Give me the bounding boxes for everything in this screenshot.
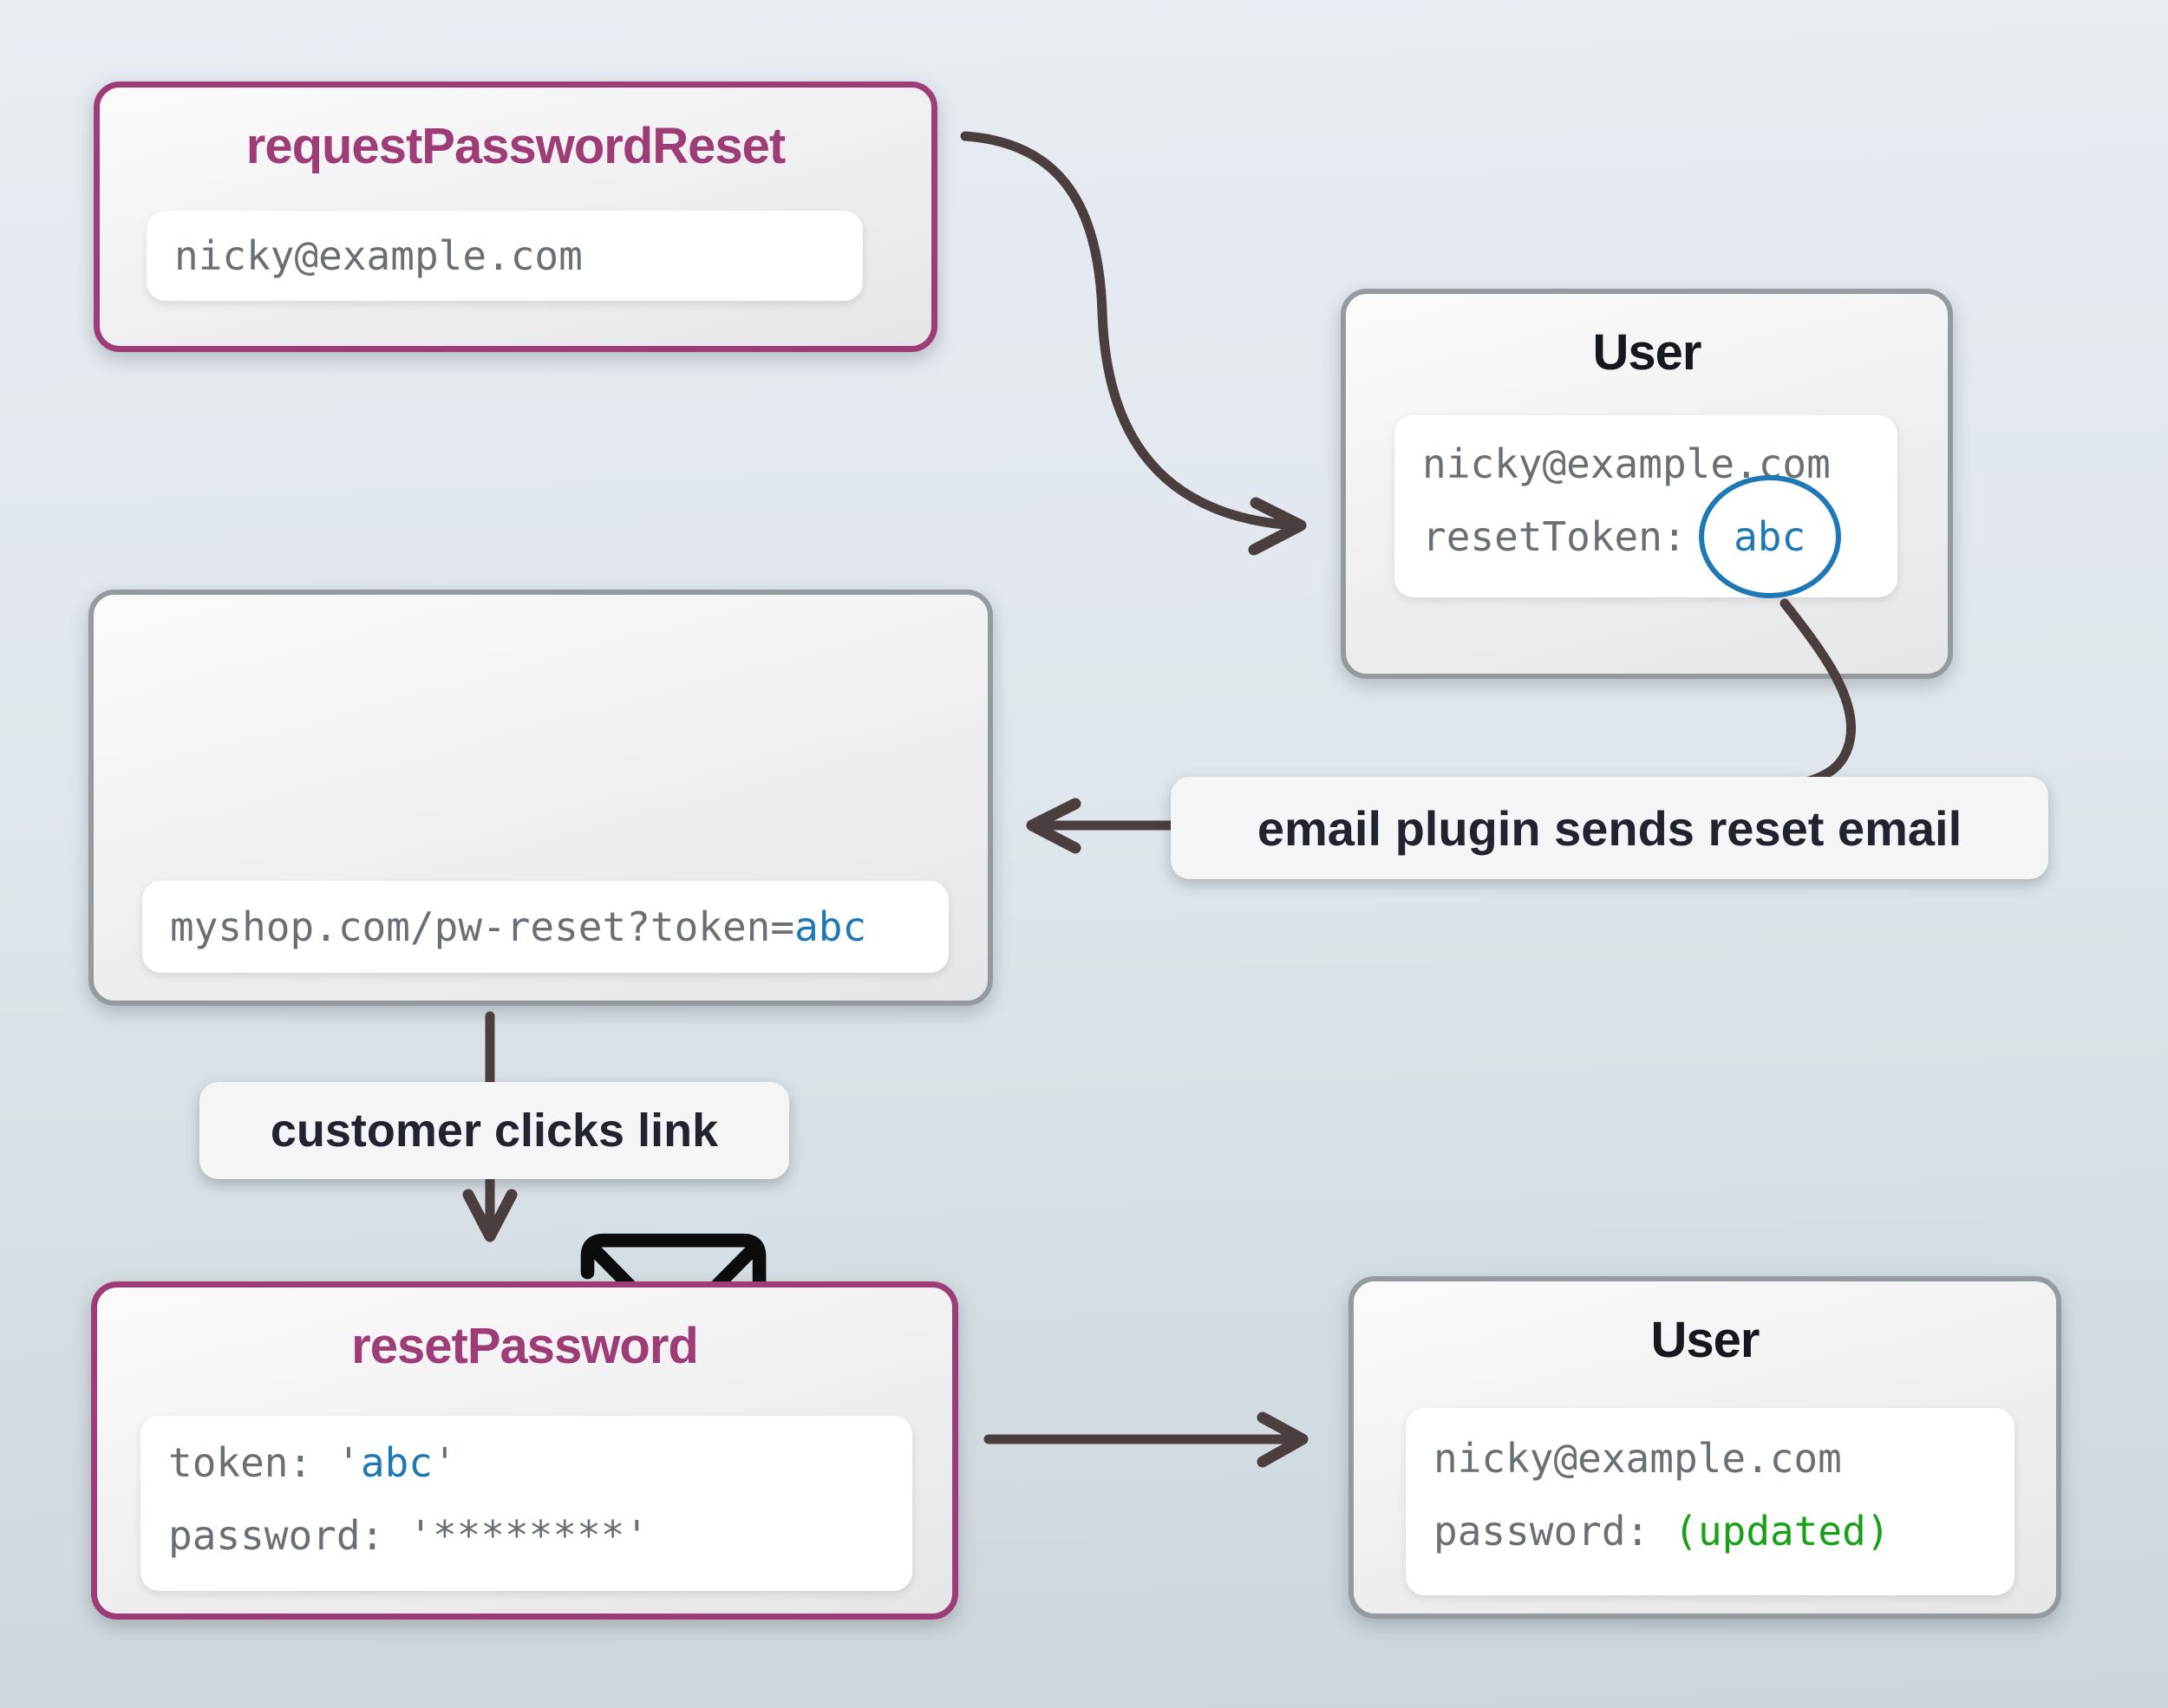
user-record-panel: nicky@example.com resetToken: abc: [1394, 415, 1897, 598]
user-updated-panel: nicky@example.com password: (updated): [1406, 1408, 2015, 1595]
token-close-quote: ': [432, 1439, 457, 1486]
user-email-value-bottom: nicky@example.com: [1433, 1435, 1842, 1482]
reset-token-value: abc: [1734, 513, 1806, 560]
reset-token-label: resetToken:: [1422, 513, 1687, 560]
arrow-resetpassword-to-user-head: [1257, 1411, 1309, 1468]
customer-clicks-annotation: customer clicks link: [199, 1082, 789, 1179]
user-email-row-bottom: nicky@example.com: [1406, 1422, 2015, 1495]
token-param-row: token: ' abc ': [140, 1426, 912, 1499]
email-input[interactable]: nicky@example.com: [147, 211, 863, 301]
arrow-label-to-email-head: [1026, 798, 1081, 854]
token-open-quote: ': [336, 1439, 361, 1486]
reset-email-node: myshop.com/pw-reset?token=abc: [88, 590, 993, 1405]
password-param-label: password:: [168, 1512, 385, 1559]
request-password-reset-title: requestPasswordReset: [245, 118, 786, 174]
password-updated-row: password: (updated): [1406, 1495, 2015, 1568]
email-plugin-annotation: email plugin sends reset email: [1171, 777, 2048, 879]
reset-password-params-panel: token: ' abc ' password: '********': [140, 1416, 912, 1591]
reset-link-token: abc: [794, 903, 867, 950]
user-node-after-request: User nicky@example.com resetToken: abc: [1341, 289, 1953, 679]
token-param-value: abc: [360, 1439, 433, 1486]
reset-link-prefix: myshop.com/pw-reset?token=: [170, 903, 795, 950]
password-param-value: '********': [408, 1512, 650, 1559]
reset-password-title: resetPassword: [351, 1318, 699, 1374]
user-node-after-reset: User nicky@example.com password: (update…: [1348, 1276, 2061, 1619]
email-plugin-annotation-text: email plugin sends reset email: [1257, 800, 1962, 856]
reset-link[interactable]: myshop.com/pw-reset?token=abc: [142, 881, 949, 973]
reset-password-node: resetPassword token: ' abc ' password: '…: [91, 1281, 958, 1620]
password-param-row: password: '********': [140, 1499, 912, 1572]
password-updated-label: password:: [1433, 1508, 1650, 1555]
user-node-title: User: [1592, 324, 1702, 381]
reset-token-circled-value: abc: [1698, 475, 1841, 598]
password-updated-value: (updated): [1674, 1508, 1890, 1555]
reset-token-row: resetToken: abc: [1394, 475, 1897, 598]
request-password-reset-node: requestPasswordReset nicky@example.com: [94, 81, 937, 352]
user-node-title-bottom: User: [1650, 1312, 1760, 1368]
arrow-request-to-user-head: [1248, 497, 1307, 556]
user-email-row: nicky@example.com: [1394, 427, 1897, 500]
arrow-request-to-user: [960, 131, 1299, 531]
arrow-email-to-resetpassword-head: [462, 1189, 518, 1242]
email-input-value: nicky@example.com: [174, 232, 583, 279]
token-param-label: token:: [168, 1439, 313, 1486]
customer-clicks-annotation-text: customer clicks link: [270, 1105, 719, 1157]
